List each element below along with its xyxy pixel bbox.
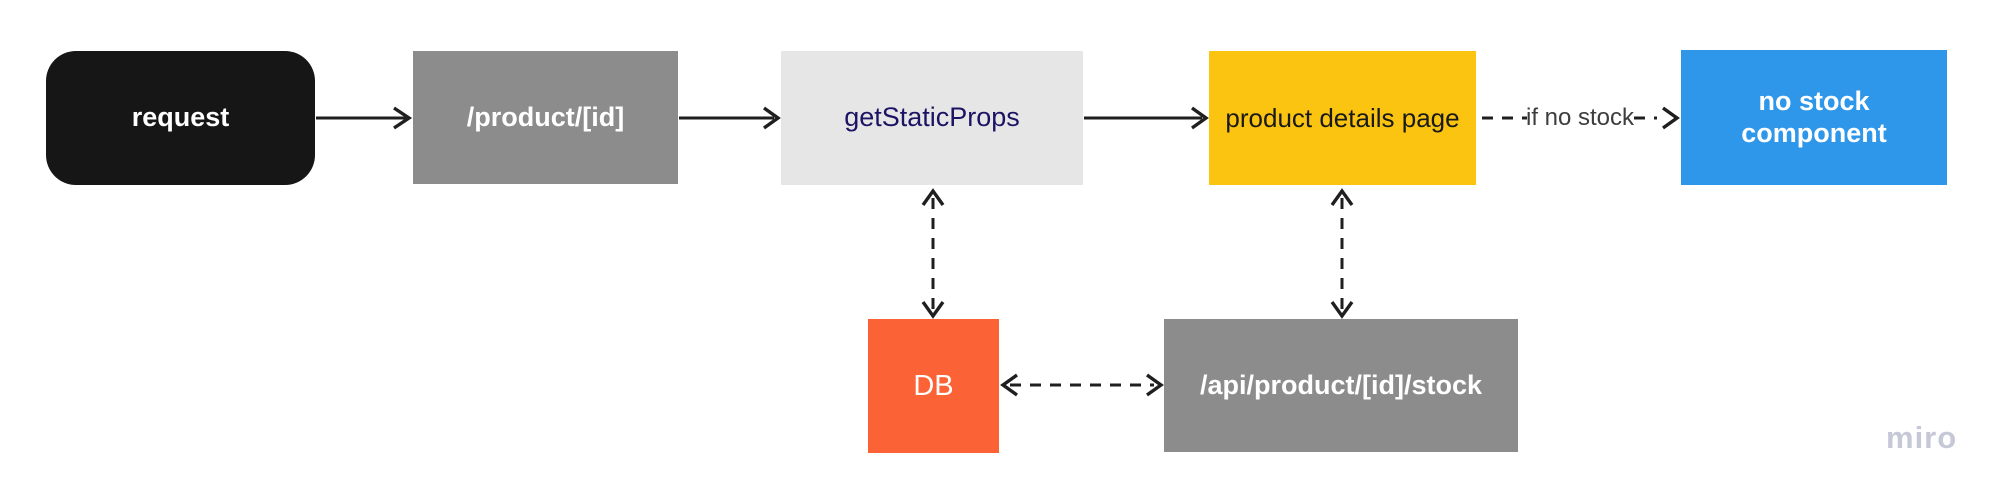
node-get-static-props[interactable]: getStaticProps — [781, 51, 1083, 185]
node-request-label: request — [131, 102, 230, 133]
node-request[interactable]: request — [46, 51, 315, 185]
edge-db-api-bidirectional[interactable] — [1000, 373, 1164, 397]
miro-watermark: miro — [1886, 420, 1958, 455]
node-product-details-page[interactable]: product details page — [1209, 51, 1476, 185]
edge-getstaticprops-db-bidirectional[interactable] — [921, 188, 945, 319]
edge-request-to-product-route[interactable] — [316, 106, 413, 130]
edge-product-route-to-getstaticprops[interactable] — [679, 106, 781, 130]
edge-product-details-to-no-stock[interactable] — [1482, 106, 1680, 130]
node-no-stock-component-label: no stock component — [1741, 85, 1887, 148]
edge-product-details-api-bidirectional[interactable] — [1330, 188, 1354, 319]
edge-label-text: if no stock — [1525, 104, 1635, 131]
node-product-route-label: /product/[id] — [466, 101, 625, 132]
node-product-details-page-label: product details page — [1225, 102, 1460, 133]
node-product-route[interactable]: /product/[id] — [413, 51, 678, 184]
node-db[interactable]: DB — [868, 319, 999, 453]
edge-label-if-no-stock[interactable]: if no stock — [1525, 101, 1635, 135]
node-get-static-props-label: getStaticProps — [844, 102, 1020, 133]
node-api-stock-route-label: /api/product/[id]/stock — [1199, 369, 1482, 400]
node-no-stock-component[interactable]: no stock component — [1681, 50, 1947, 185]
edge-getstaticprops-to-product-details[interactable] — [1084, 106, 1209, 130]
node-api-stock-route[interactable]: /api/product/[id]/stock — [1164, 319, 1518, 452]
node-db-label: DB — [913, 369, 954, 402]
